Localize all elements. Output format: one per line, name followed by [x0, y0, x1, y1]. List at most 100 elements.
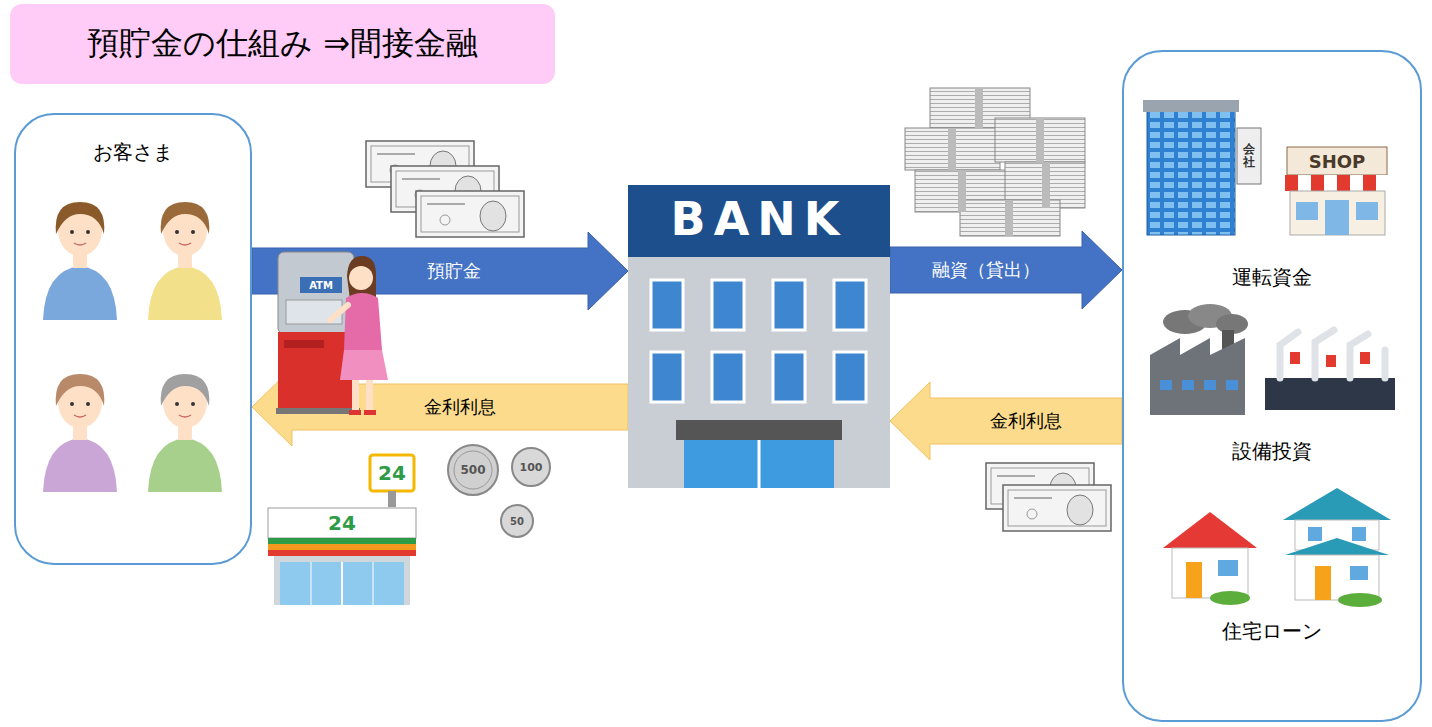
illustration-part: [512, 448, 550, 486]
illustration-part: [1036, 118, 1044, 162]
illustration-part: [373, 562, 374, 605]
illustration-part: [268, 538, 416, 544]
block-arrow: [890, 231, 1122, 309]
illustration-part: [628, 185, 890, 257]
banknotes-left: [366, 141, 524, 237]
illustration-part: [1280, 330, 1385, 378]
illustration-part: [651, 280, 683, 330]
illustration-part: [1285, 538, 1389, 555]
illustration-part: [1326, 355, 1336, 367]
illustration-part: [773, 352, 805, 402]
illustration-part: [1287, 147, 1387, 175]
illustration-part: [311, 562, 312, 605]
illustration-part: [280, 562, 404, 605]
illustration-part: [676, 420, 842, 440]
illustration-part: [366, 380, 373, 412]
illustration-part: [1160, 380, 1172, 390]
illustration-part: [349, 266, 373, 290]
illustration-part: [416, 191, 524, 237]
factory: [1150, 304, 1248, 415]
illustration-part: [1295, 555, 1379, 600]
bank-sign: BANK: [628, 192, 890, 246]
illustration-part: [1290, 191, 1385, 235]
office-building: [1143, 100, 1261, 235]
illustration-part: [948, 128, 956, 170]
convenience-store: [268, 455, 416, 605]
coin-value: 100: [520, 461, 543, 474]
illustration-part: [905, 128, 1000, 170]
illustration-part: [1356, 202, 1378, 220]
atm-sign: ATM: [309, 280, 333, 291]
illustration-part: [349, 410, 361, 415]
illustration-part: [274, 556, 410, 605]
illustration-part: [148, 374, 222, 492]
company-sign: 会社: [1243, 143, 1255, 169]
illustration-part: [712, 280, 744, 330]
illustration-part: [268, 508, 416, 538]
illustration-part: [448, 445, 498, 495]
arrow-label: 預貯金: [424, 259, 484, 283]
illustration-part: [1163, 512, 1257, 548]
robot-line: [1265, 330, 1395, 410]
node-label: お客さま: [16, 139, 250, 166]
shop: [1285, 147, 1389, 235]
illustration-part: [1338, 593, 1382, 607]
illustration-part: [1143, 100, 1239, 112]
illustration-part: [1182, 380, 1194, 390]
illustration-part: [1325, 200, 1349, 235]
illustration-part: [651, 352, 683, 402]
store-pole-sign: 24: [378, 461, 406, 485]
illustration-part: [1160, 380, 1238, 390]
illustration-part: [773, 280, 805, 330]
illustration-part: [975, 88, 983, 128]
illustration-part: [1283, 488, 1391, 520]
coin-value: 50: [510, 516, 524, 527]
illustration-part: [344, 293, 382, 350]
illustration-part: [268, 544, 416, 550]
illustration-part: [995, 118, 1085, 162]
illustration-part: [1003, 485, 1111, 531]
illustration-part: [1296, 202, 1318, 220]
illustration-part: [1265, 378, 1395, 410]
illustration-part: [1147, 110, 1235, 235]
block-arrow: [890, 382, 1122, 460]
illustration-part: [1350, 175, 1363, 191]
illustration-part: [1315, 566, 1331, 600]
illustration-part: [1210, 591, 1250, 605]
illustration-part: [834, 352, 866, 402]
title: 預貯金の仕組み ⇒間接金融: [87, 22, 478, 66]
illustration-part: [1290, 352, 1300, 364]
illustration-part: [1226, 380, 1238, 390]
illustration-part: [148, 202, 222, 320]
illustration-part: [1186, 562, 1202, 598]
illustration-part: [501, 505, 533, 537]
borrower-group: 運転資金設備投資住宅ローン: [1122, 50, 1422, 722]
store-sign: 24: [328, 511, 356, 535]
node-label: 運転資金: [1124, 264, 1420, 291]
illustration-part: [268, 550, 416, 556]
shop-sign: SHOP: [1309, 151, 1366, 172]
arrow-label: 金利利息: [987, 409, 1065, 433]
illustration-part: [43, 202, 117, 320]
illustration-part: [834, 280, 866, 330]
illustration-part: [1376, 175, 1389, 191]
illustration-part: [1315, 330, 1334, 378]
bank-building: BANK: [628, 185, 890, 488]
illustration-part: [1350, 566, 1368, 580]
illustration-part: [651, 280, 866, 402]
title-banner: 預貯金の仕組み ⇒間接金融: [10, 4, 555, 84]
illustration-part: [1352, 527, 1366, 541]
illustration-part: [1382, 350, 1389, 378]
illustration-part: [948, 88, 1050, 236]
illustration-part: [370, 455, 414, 491]
illustration-part: [958, 170, 966, 212]
illustration-part: [330, 305, 348, 320]
illustration-part: [1360, 352, 1370, 364]
banknotes-right: [986, 463, 1111, 531]
illustration-part: [1042, 162, 1050, 208]
illustration-part: [1218, 560, 1238, 576]
illustration-part: [1237, 128, 1261, 184]
bank-building: [628, 185, 890, 488]
illustration-part: [712, 352, 744, 402]
